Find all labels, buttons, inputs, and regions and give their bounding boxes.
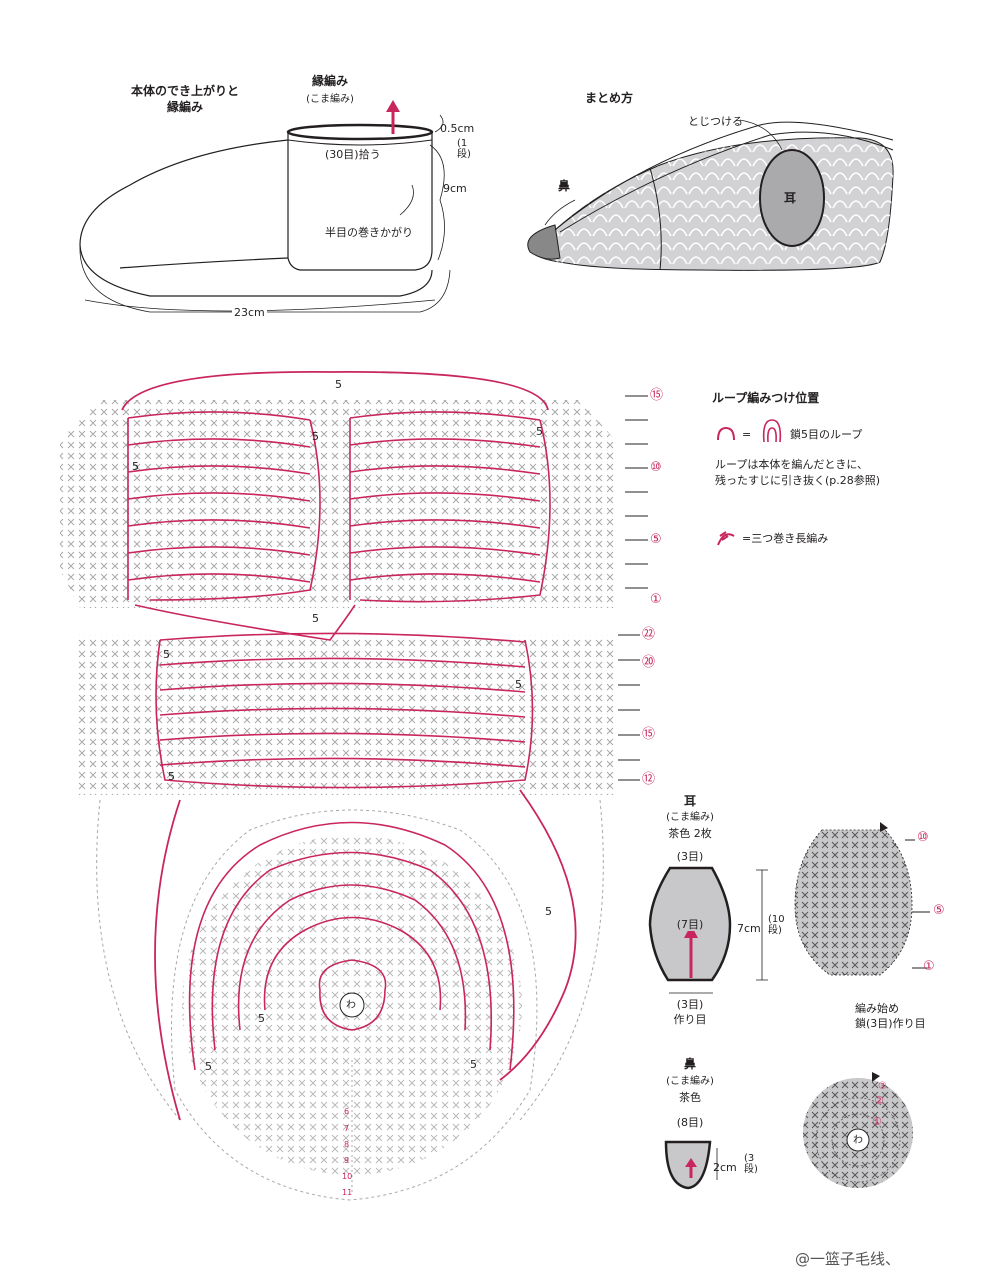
- legend-note1: ループは本体を編んだときに、: [715, 458, 869, 471]
- legend-note2: 残ったすじに引き抜く(p.28参照): [715, 474, 881, 487]
- toe-circle-chart: [96, 789, 604, 1201]
- chain-loop-icon: [762, 419, 782, 443]
- lower-row-22: ㉒: [642, 627, 656, 642]
- center-row: 10: [342, 1172, 353, 1181]
- nose-title: 鼻: [683, 1057, 696, 1071]
- height-small: 0.5cm: [440, 122, 475, 135]
- five-label: 5: [545, 905, 552, 918]
- upper-row-15: ⑮: [650, 388, 664, 403]
- top-arc-loop: [121, 371, 549, 411]
- assembly-title: まとめ方: [585, 91, 634, 105]
- center-row: 7: [344, 1124, 350, 1133]
- loop-rows-upper-right: [349, 411, 551, 603]
- ear-mid: (7目): [665, 918, 715, 931]
- ear-start1: 編み始め: [855, 1002, 899, 1015]
- five-label: 5: [470, 1058, 477, 1071]
- legend-eq: =: [742, 428, 752, 441]
- five-label: 5: [312, 612, 319, 625]
- nose-height: 2cm: [713, 1161, 737, 1174]
- ear-color: 茶色 2枚: [668, 827, 712, 840]
- five-label: 5: [258, 1012, 265, 1025]
- five-label: 5: [205, 1060, 212, 1073]
- ring-label: わ: [346, 1000, 356, 1011]
- ear-row-1: ①: [923, 959, 935, 974]
- five-label: 5: [335, 378, 342, 391]
- loop-symbol-icon: [717, 426, 735, 441]
- nose-ring: わ: [853, 1135, 863, 1146]
- lower-row-20: ⑳: [642, 655, 656, 670]
- ear-bottom2: 作り目: [673, 1013, 707, 1026]
- slipper-title-line2: 縁編み: [166, 100, 203, 114]
- ear-bottom1: (3目): [676, 998, 704, 1011]
- nose-row-3: ③: [878, 1081, 887, 1092]
- nose-chart: [803, 1072, 913, 1188]
- lower-row-12: ⑫: [642, 772, 656, 787]
- lower-row-15: ⑮: [642, 727, 656, 742]
- center-row: 11: [342, 1188, 353, 1197]
- upper-row-5: ⑤: [650, 532, 662, 547]
- upper-row-1: ①: [650, 592, 662, 607]
- loop-rows-lower: [134, 604, 534, 789]
- ear-label-assembly: 耳: [784, 191, 797, 205]
- nose-sub: (こま編み): [666, 1076, 714, 1087]
- ear-chart: [794, 822, 930, 976]
- five-label: 5: [312, 430, 319, 443]
- slipper-dimensions: [84, 114, 445, 312]
- triple-treble-icon: [717, 531, 735, 546]
- legend-dtr-text: =三つ巻き長編み: [742, 532, 829, 545]
- watermark: @一篮子毛线、: [795, 1250, 901, 1268]
- height-rows: (1段): [457, 138, 471, 160]
- sew-label: とじつける: [688, 115, 743, 128]
- height-main: 9cm: [443, 182, 467, 195]
- upper-row-10: ⑩: [650, 460, 662, 475]
- loop-rows-upper-left: [127, 411, 321, 601]
- nose-shape: [664, 1140, 718, 1190]
- center-row: 8: [344, 1140, 350, 1149]
- assembly-figure: [527, 119, 894, 271]
- center-row: 6: [344, 1107, 350, 1116]
- row-arrows: [618, 395, 648, 781]
- five-label: 5: [536, 425, 543, 438]
- slipper-title-line1: 本体のでき上がりと: [130, 84, 239, 98]
- ear-title: 耳: [683, 794, 696, 808]
- five-label: 5: [515, 678, 522, 691]
- edge-arrow-head: [386, 100, 400, 112]
- center-row: 9: [344, 1156, 350, 1165]
- ear-start2: 鎖(3目)作り目: [855, 1017, 926, 1030]
- slipper-outline: [79, 123, 451, 313]
- legend-loop-text: 鎖5目のループ: [790, 428, 863, 441]
- five-label: 5: [163, 648, 170, 661]
- nose-row-1: ①: [872, 1115, 882, 1128]
- legend-title: ループ編みつけ位置: [712, 391, 820, 405]
- seam-label: 半目の巻きかがり: [325, 226, 413, 239]
- pickup-label: (30目)拾う: [325, 148, 381, 161]
- nose-rows: (3段): [744, 1153, 758, 1175]
- ear-sub: (こま編み): [666, 812, 714, 823]
- ear-rows: (10段): [768, 914, 785, 936]
- ear-height: 7cm: [737, 922, 761, 935]
- ear-top: (3目): [676, 850, 704, 863]
- ear-row-10: ⑩: [917, 830, 929, 845]
- nose-top: (8目): [676, 1116, 704, 1129]
- ear-row-5: ⑤: [933, 903, 945, 918]
- nose-label: 鼻: [558, 179, 571, 193]
- five-label: 5: [132, 460, 139, 473]
- edge-sub: (こま編み): [306, 94, 354, 105]
- edge-label: 縁編み: [311, 74, 348, 88]
- nose-row-2: ②: [874, 1094, 884, 1107]
- nose-color: 茶色: [679, 1091, 701, 1104]
- five-label: 5: [168, 770, 175, 783]
- length-label: 23cm: [232, 306, 267, 319]
